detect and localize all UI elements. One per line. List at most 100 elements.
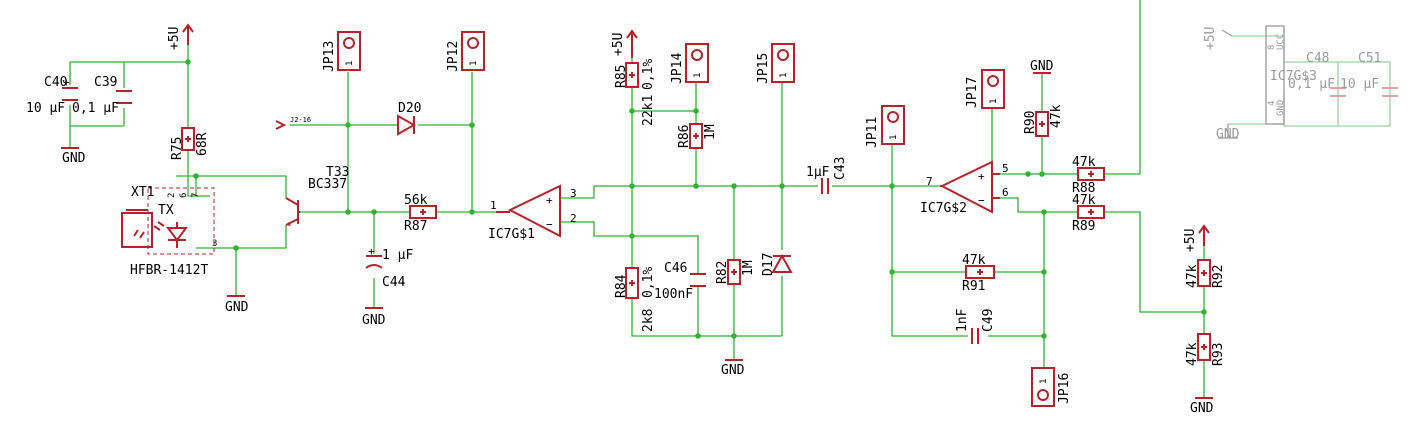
ic2-pin7: 7 xyxy=(926,175,933,188)
resistor-r92: 47k R92 xyxy=(1185,259,1226,288)
ic3-gnd: GND xyxy=(1276,100,1286,116)
r91-value: 47k xyxy=(962,253,986,268)
xt1-pin6: 6 xyxy=(179,193,189,198)
capacitor-c43: 1µF C43 xyxy=(806,157,848,194)
r85-v2: 22k1 xyxy=(641,95,656,126)
resistor-r93: 47k R93 xyxy=(1185,333,1226,366)
gnd-symbol-mid: GND xyxy=(721,359,745,378)
xt1-name: XT1 xyxy=(131,185,154,200)
r90-name: R90 xyxy=(1023,111,1038,134)
resistor-r75: R75 68R xyxy=(170,127,210,160)
resistor-r85: R85 0,1% 22k1 xyxy=(614,59,656,126)
jp11-name: JP11 xyxy=(865,117,880,148)
vcc-label: +5U xyxy=(1183,229,1198,252)
jp17-name: JP17 xyxy=(965,77,980,108)
c44-plus: + xyxy=(368,245,375,258)
jumper-jp17: 1 JP17 xyxy=(965,69,1005,109)
c40-name: C40 xyxy=(44,75,67,90)
ic3-ucc: UCC xyxy=(1276,34,1286,50)
gnd-label: GND xyxy=(1190,401,1214,416)
c44-name: C44 xyxy=(382,275,406,290)
ic2-plus: + xyxy=(978,170,985,183)
gnd-symbol-right: GND xyxy=(1190,397,1214,416)
r75-value: 68R xyxy=(195,132,210,156)
r82-name: R82 xyxy=(715,261,730,284)
r92-name: R92 xyxy=(1211,265,1226,288)
jp13-pin: 1 xyxy=(345,61,355,66)
junctions xyxy=(185,59,1207,339)
r89-value: 47k xyxy=(1072,193,1096,208)
ic1-plus: + xyxy=(546,194,553,207)
c49-value: 1nF xyxy=(955,308,970,332)
jp15-pin: 1 xyxy=(779,73,789,78)
r91-name: R91 xyxy=(962,279,985,294)
r84-name: R84 xyxy=(614,274,629,298)
xt1-pin2: 2 xyxy=(167,193,177,198)
c46-name: C46 xyxy=(664,261,687,276)
gnd-symbol-xt1: GND xyxy=(225,295,249,315)
r88-value: 47k xyxy=(1072,155,1096,170)
net-name: J2-16 xyxy=(290,116,311,124)
r85-name: R85 xyxy=(614,65,629,88)
r85-value: 0,1% xyxy=(641,59,656,90)
gnd-symbol-r90: GND xyxy=(1030,59,1054,74)
capacitor-c39: C39 0,1 µF xyxy=(72,75,132,116)
c51-name: C51 xyxy=(1358,51,1381,66)
capacitor-c46: C46 100nF xyxy=(654,261,706,302)
c39-name: C39 xyxy=(94,75,117,90)
resistor-r82: R82 1M xyxy=(715,259,756,285)
ic2-pin6: 6 xyxy=(1002,186,1009,199)
c43-value: 1µF xyxy=(806,165,830,180)
net-label-j2-16: J2-16 xyxy=(275,116,311,130)
t33-part: BC337 xyxy=(308,177,347,192)
d17-name: D17 xyxy=(761,253,776,276)
receiver-xt1: XT1 TX HFBR-1412T 2 6 7 3 xyxy=(121,185,217,278)
jp16-pin: 1 xyxy=(1039,379,1049,384)
resistor-r89: 47k R89 xyxy=(1072,193,1105,234)
r93-value: 47k xyxy=(1185,342,1200,366)
opamp-ic7-1: + − 1 3 2 IC7G$1 xyxy=(488,184,577,242)
resistor-r91: 47k R91 xyxy=(962,253,995,294)
gnd-label: GND xyxy=(1030,59,1054,74)
ic1-pin1: 1 xyxy=(490,199,497,212)
gnd-label: GND xyxy=(362,313,386,328)
jp11-pin: 1 xyxy=(889,135,899,140)
jumper-jp14: 1 JP14 xyxy=(670,43,709,84)
resistor-r87: 56k R87 xyxy=(404,193,437,234)
gnd-label: GND xyxy=(1216,127,1240,142)
ic2-pin5: 5 xyxy=(1002,162,1009,175)
xt1-part: HFBR-1412T xyxy=(130,263,208,278)
d20-name: D20 xyxy=(398,101,421,116)
c40-value: 10 µF xyxy=(26,101,65,116)
xt1-pin3: 3 xyxy=(212,239,217,249)
jumper-jp15: 1 JP15 xyxy=(756,43,795,84)
ic1-name: IC7G$1 xyxy=(488,227,535,242)
c44-value: 1 µF xyxy=(382,248,413,263)
jp16-name: JP16 xyxy=(1057,373,1072,404)
c51-value: 10 µF xyxy=(1340,77,1379,92)
jp17-pin: 1 xyxy=(989,99,999,104)
jp15-name: JP15 xyxy=(756,53,771,84)
xt1-pin7: 7 xyxy=(191,193,201,198)
vcc-label: +5U xyxy=(611,33,626,56)
ic1-pin2: 2 xyxy=(570,212,577,225)
jumper-jp12: 1 JP12 xyxy=(446,31,485,72)
diode-d20: D20 xyxy=(397,101,421,136)
c43-name: C43 xyxy=(833,157,848,180)
t33-name: T33 xyxy=(326,165,349,180)
r87-value: 56k xyxy=(404,193,428,208)
c46-value: 100nF xyxy=(654,287,693,302)
vcc-symbol-r85: +5U xyxy=(611,29,638,58)
gnd-label: GND xyxy=(721,363,745,378)
r84-v2: 2k8 xyxy=(641,309,656,332)
c48-value: 0,1 µF xyxy=(1288,77,1335,92)
r89-name: R89 xyxy=(1072,219,1095,234)
jumper-jp11: 1 JP11 xyxy=(865,105,905,148)
capacitor-c40: + C40 10 µF xyxy=(26,75,78,116)
jumper-jp16: 1 JP16 xyxy=(1031,367,1072,407)
gnd-label: GND xyxy=(62,151,86,166)
r84-value: 0,1% xyxy=(641,267,656,298)
capacitor-c44: + 1 µF C44 xyxy=(365,245,413,290)
xt1-tx: TX xyxy=(158,203,174,218)
